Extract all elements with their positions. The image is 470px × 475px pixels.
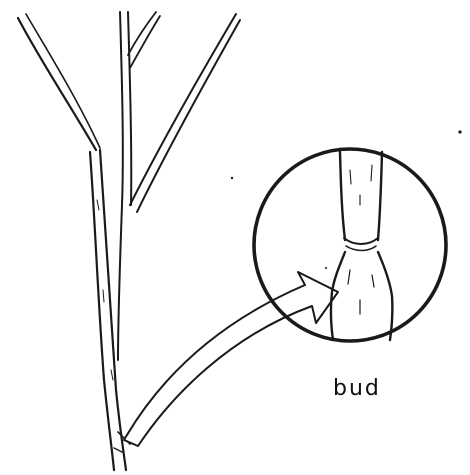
callout-arrow	[124, 272, 338, 446]
bud-label: bud	[333, 378, 381, 400]
magnified-view	[254, 149, 446, 341]
right-branch	[130, 14, 240, 212]
magnified-stem	[331, 152, 392, 340]
main-stem	[90, 150, 126, 470]
left-branch	[18, 14, 100, 150]
